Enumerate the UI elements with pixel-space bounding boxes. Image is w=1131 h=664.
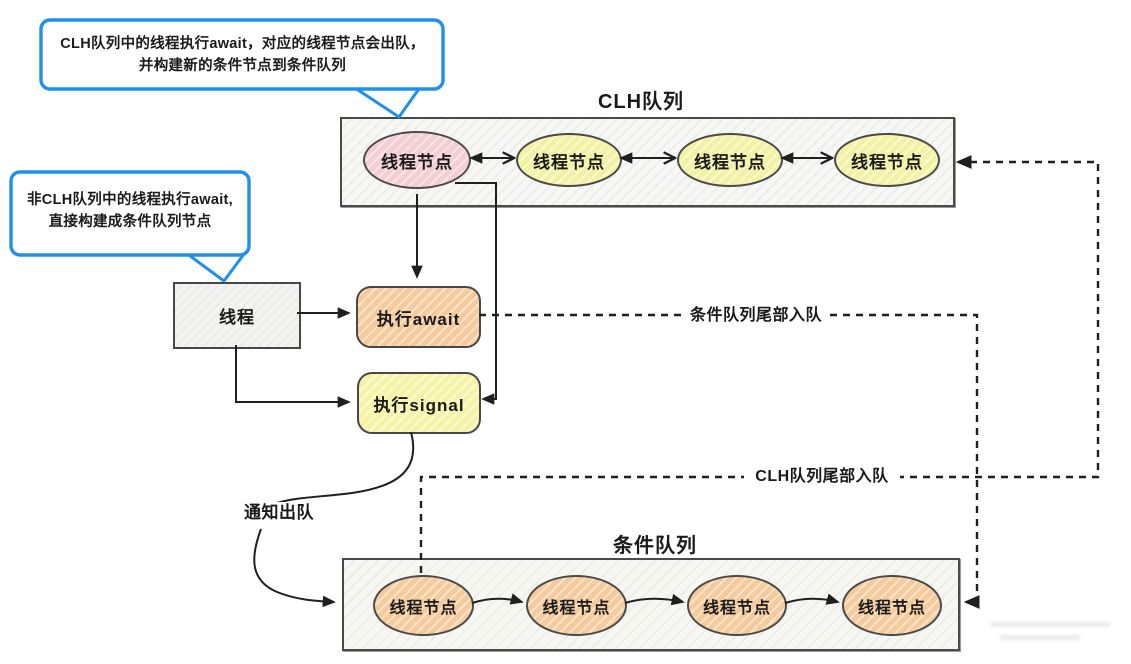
do-signal-box: 执行signal	[357, 372, 481, 434]
condition-node-3-label: 线程节点	[702, 599, 771, 617]
condition-node-1-label: 线程节点	[389, 599, 458, 617]
notify-dequeue-label: 通知出队	[237, 502, 321, 524]
do-signal-label: 执行signal	[373, 395, 465, 415]
edge-signal-to-notify	[276, 431, 415, 504]
clh-node-1-label: 线程节点	[381, 152, 453, 172]
clh-node-4: 线程节点	[834, 133, 940, 187]
thread-box: 线程	[173, 282, 301, 349]
clh-node-2-label: 线程节点	[533, 152, 605, 172]
do-await-label: 执行await	[376, 309, 461, 329]
clh-node-2: 线程节点	[516, 133, 622, 187]
clh-node-3: 线程节点	[677, 133, 783, 187]
thread-box-label: 线程	[219, 308, 255, 327]
watermark-smudge	[990, 622, 1110, 627]
callout-non-clh-await-line1: 非CLH队列中的线程执行await,	[27, 192, 233, 208]
condition-tail-enqueue-label: 条件队列尾部入队	[683, 305, 829, 327]
condition-node-3: 线程节点	[687, 575, 787, 636]
clh-node-4-label: 线程节点	[851, 152, 923, 172]
condition-queue-title: 条件队列	[613, 535, 697, 557]
clh-queue-title: CLH队列	[597, 91, 685, 113]
condition-node-4-label: 线程节点	[857, 599, 926, 617]
clh-tail-enqueue-label: CLH队列尾部入队	[744, 466, 900, 488]
condition-node-2-label: 线程节点	[542, 599, 611, 617]
watermark-smudge	[1000, 635, 1080, 640]
callout-non-clh-await-line2: 直接构建成条件队列节点	[48, 214, 212, 231]
callout-non-clh-await-text: 非CLH队列中的线程执行await, 直接构建成条件队列节点	[18, 189, 242, 234]
clh-node-1: 线程节点	[363, 131, 471, 189]
edge-notify-to-condqueue	[253, 528, 336, 608]
callout-clh-await-line1: CLH队列中的线程执行await，对应的线程节点会出队，	[60, 36, 425, 52]
edge-clh-tail-enqueue	[419, 155, 1100, 573]
callout-clh-await-text: CLH队列中的线程执行await，对应的线程节点会出队， 并构建新的条件节点到条…	[50, 33, 435, 78]
callout-clh-await-line2: 并构建新的条件节点到条件队列	[138, 58, 347, 75]
clh-node-3-label: 线程节点	[694, 152, 766, 172]
condition-node-1: 线程节点	[373, 575, 474, 636]
condition-node-4: 线程节点	[842, 575, 942, 636]
do-await-box: 执行await	[356, 286, 481, 348]
edge-thread-to-signal	[235, 345, 351, 408]
condition-node-2: 线程节点	[526, 575, 627, 636]
